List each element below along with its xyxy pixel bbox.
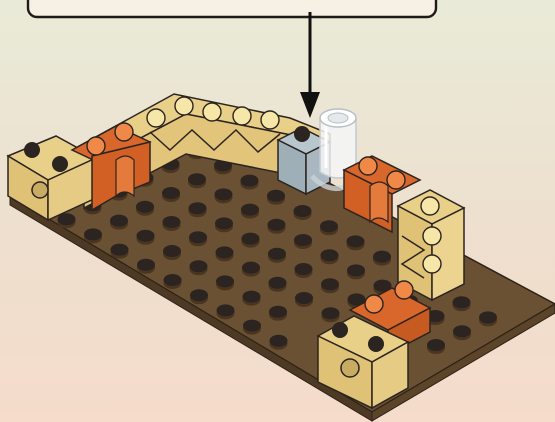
plate-stud: [137, 230, 155, 242]
plate-stud: [322, 307, 340, 319]
plate-stud: [269, 277, 287, 289]
plate-stud: [347, 235, 365, 247]
plate-stud: [215, 188, 233, 200]
stud-dark: [294, 126, 310, 142]
stud: [233, 107, 251, 125]
plate-stud: [267, 190, 285, 202]
stud: [115, 123, 133, 141]
plate-stud: [216, 275, 234, 287]
plate-stud: [136, 201, 154, 213]
plate-stud: [294, 205, 312, 217]
plate-stud: [347, 264, 365, 276]
plate-stud: [162, 187, 180, 199]
plate-stud: [321, 278, 339, 290]
stud: [203, 103, 221, 121]
plate-stud: [241, 204, 259, 216]
plate-stud: [269, 306, 287, 318]
plate-stud: [189, 231, 207, 243]
plate-stud: [189, 202, 207, 214]
plate-stud: [242, 233, 260, 245]
plate-stud: [190, 289, 208, 301]
plate-stud: [241, 175, 259, 187]
plate-stud: [479, 311, 497, 323]
plate-stud: [216, 246, 234, 258]
orange-curve: [116, 156, 134, 196]
plate-stud: [164, 274, 182, 286]
callout-box: [28, 0, 436, 17]
plate-stud: [84, 228, 102, 240]
plate-stud: [268, 248, 286, 260]
stud: [395, 281, 413, 299]
plate-stud: [137, 259, 155, 271]
plate-stud: [268, 219, 286, 231]
stud-dark: [24, 142, 40, 158]
stud: [387, 171, 405, 189]
stud-dark: [368, 336, 384, 352]
plate-stud: [111, 244, 129, 256]
stud: [87, 137, 105, 155]
plate-stud: [373, 251, 391, 263]
plate-stud: [321, 249, 339, 261]
stud: [421, 197, 439, 215]
stud-dark: [332, 322, 348, 338]
pin-hole: [341, 359, 359, 377]
plate-stud: [110, 215, 128, 227]
plate-stud: [242, 262, 260, 274]
plate-stud: [163, 245, 181, 257]
plate-stud: [295, 292, 313, 304]
clear-inner: [328, 113, 348, 123]
plate-stud: [270, 335, 288, 347]
plate-stud: [320, 220, 338, 232]
plate-stud: [453, 296, 471, 308]
stud: [423, 227, 441, 245]
plate-stud: [163, 216, 181, 228]
plate-stud: [294, 234, 312, 246]
plate-stud: [427, 339, 445, 351]
stud: [423, 255, 441, 273]
stud: [261, 111, 279, 129]
plate-stud: [190, 260, 208, 272]
stud: [365, 295, 383, 313]
plate-stud: [188, 173, 206, 185]
stud-dark: [52, 156, 68, 172]
plate-stud: [217, 304, 235, 316]
tan-right: [432, 208, 464, 300]
orange-curve: [370, 182, 388, 222]
plate-stud: [295, 263, 313, 275]
plate-stud: [453, 325, 471, 337]
pin-hole: [32, 182, 48, 198]
stud: [175, 97, 193, 115]
stud: [359, 157, 377, 175]
plate-stud: [243, 291, 261, 303]
stud: [147, 109, 165, 127]
plate-stud: [215, 217, 233, 229]
plate-stud: [243, 320, 261, 332]
